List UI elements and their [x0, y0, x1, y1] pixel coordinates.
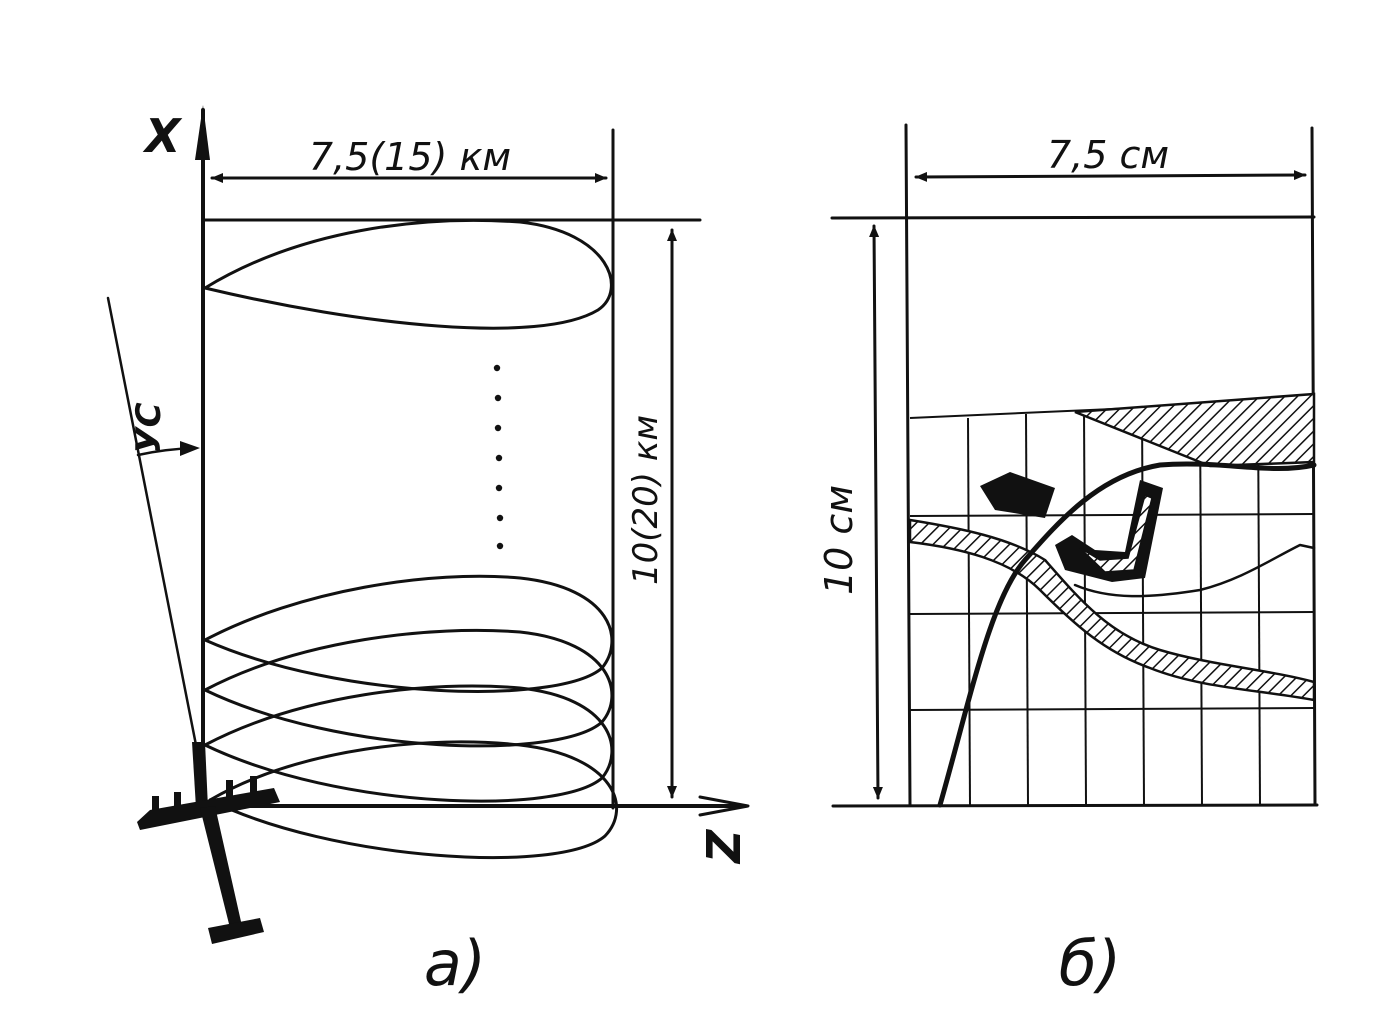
flight-loop-2	[203, 628, 614, 748]
width-dimension-label: 7,5(15) км	[309, 135, 511, 179]
hatched-band	[908, 518, 1316, 702]
heading-line	[106, 296, 198, 747]
flight-loop-3	[203, 684, 614, 803]
terrain-feature-1	[980, 472, 1055, 518]
flight-loop-top	[203, 218, 613, 330]
map-height-dimension-label: 10 см	[817, 485, 861, 595]
road-curve	[937, 461, 1317, 808]
angle-label: УС	[129, 402, 169, 453]
height-dimension-label: 10(20) км	[626, 415, 666, 585]
map-height-dimension-line	[869, 224, 883, 800]
aircraft-icon	[137, 742, 280, 944]
z-axis-label: Z	[697, 828, 751, 865]
flight-continuation-dots	[493, 364, 504, 550]
contour-line	[1073, 543, 1316, 598]
flight-loop-4	[208, 740, 619, 860]
x-axis-label: X	[142, 109, 183, 163]
terrain-feature-2-highlight	[1079, 493, 1153, 573]
map-width-dimension-label: 7,5 см	[1047, 133, 1169, 177]
hatched-zone-top	[1074, 392, 1316, 468]
z-axis-arrowhead	[698, 795, 750, 817]
panel-b: 7,5 см 10 см б)	[817, 123, 1319, 1000]
x-axis	[195, 105, 210, 810]
panel-b-caption: б)	[1059, 927, 1121, 1000]
panel-a-caption: а)	[424, 927, 486, 1000]
x-axis-arrowhead	[195, 105, 210, 160]
panel-a: X Z 7,5(15) км 10(20) км	[106, 105, 751, 1000]
map-width-dimension-line	[914, 170, 1307, 182]
angle-arc	[136, 441, 200, 457]
z-axis	[201, 795, 750, 817]
flight-path	[203, 218, 619, 860]
